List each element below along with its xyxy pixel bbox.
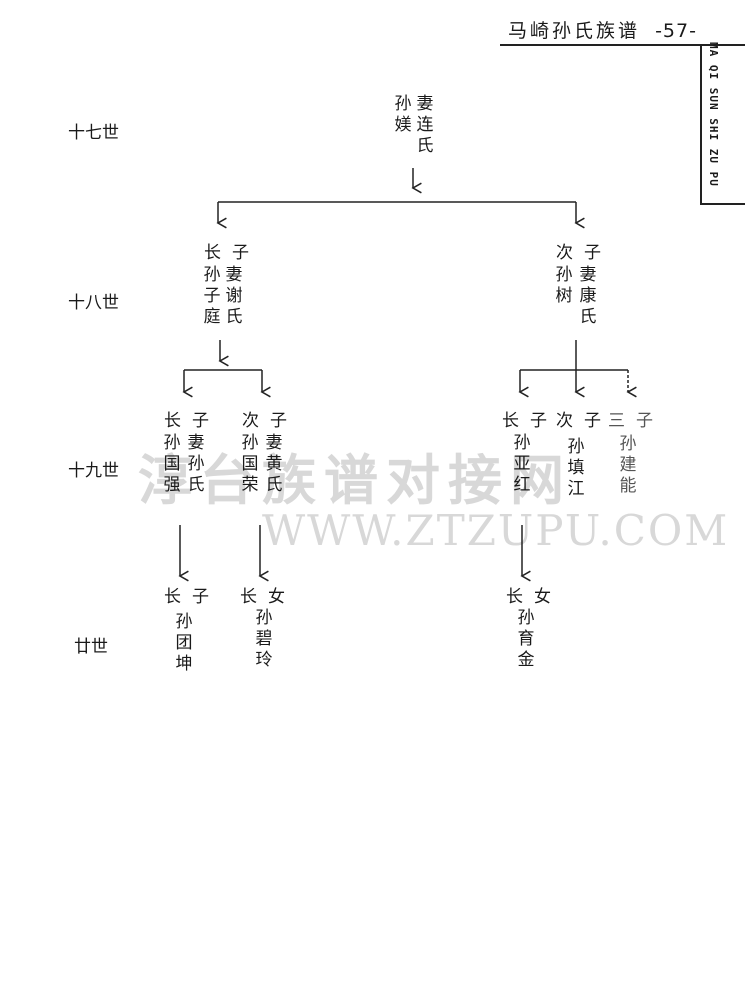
watermark-text: 淳台族谱对接网 (138, 448, 572, 512)
person-son1-name: 孙子庭 (203, 265, 221, 327)
person-ggc3-title: 长女 (506, 587, 562, 607)
person-ggc3-name: 孙育金 (517, 608, 535, 670)
person-gs2-title: 次子 (242, 411, 298, 431)
page-number: -57- (655, 20, 697, 42)
person-gs2-spouse: 妻黄氏 (265, 433, 283, 495)
person-gs2-name: 孙国荣 (241, 433, 259, 495)
book-title: 马崎孙氏族谱 -57- (508, 16, 697, 43)
person-son2-spouse: 妻康氏 (579, 265, 597, 327)
side-label: MA QI SUN SHI ZU PU (707, 42, 720, 187)
person-root-name: 孙媄 (394, 94, 412, 135)
header-rule (500, 44, 745, 46)
person-gs1-title: 长子 (164, 411, 220, 431)
side-rule (700, 44, 702, 204)
person-ggc1-name: 孙团坤 (175, 612, 193, 674)
person-ggc2-title: 长女 (240, 587, 296, 607)
generation-18-label: 十八世 (68, 293, 119, 313)
person-root-spouse: 妻连氏 (416, 94, 434, 156)
watermark-url: WWW.ZTZUPU.COM (262, 506, 730, 555)
person-gs3-name: 孙亚红 (513, 433, 531, 495)
person-son2-title: 次子 (556, 243, 612, 263)
person-gs4-title: 次子 (556, 411, 612, 431)
person-son1-title: 长子 (204, 243, 260, 263)
person-gs4-name: 孙填江 (567, 437, 585, 499)
person-ggc2-name: 孙碧玲 (255, 608, 273, 670)
person-gs1-spouse: 妻孙氏 (187, 433, 205, 495)
generation-17-label: 十七世 (68, 123, 119, 143)
person-gs3-title: 长子 (502, 411, 558, 431)
person-son2-name: 孙树 (555, 265, 573, 306)
header-title: 马崎孙氏族谱 (508, 20, 641, 42)
person-gs5-name: 孙建能 (619, 434, 637, 496)
person-son1-spouse: 妻谢氏 (225, 265, 243, 327)
generation-19-label: 十九世 (68, 461, 119, 481)
person-ggc1-title: 长子 (164, 587, 220, 607)
person-gs5-title: 三子 (608, 411, 664, 431)
person-gs1-name: 孙国强 (163, 433, 181, 495)
side-rule-bottom (700, 203, 745, 205)
generation-20-label: 廿世 (74, 637, 108, 657)
